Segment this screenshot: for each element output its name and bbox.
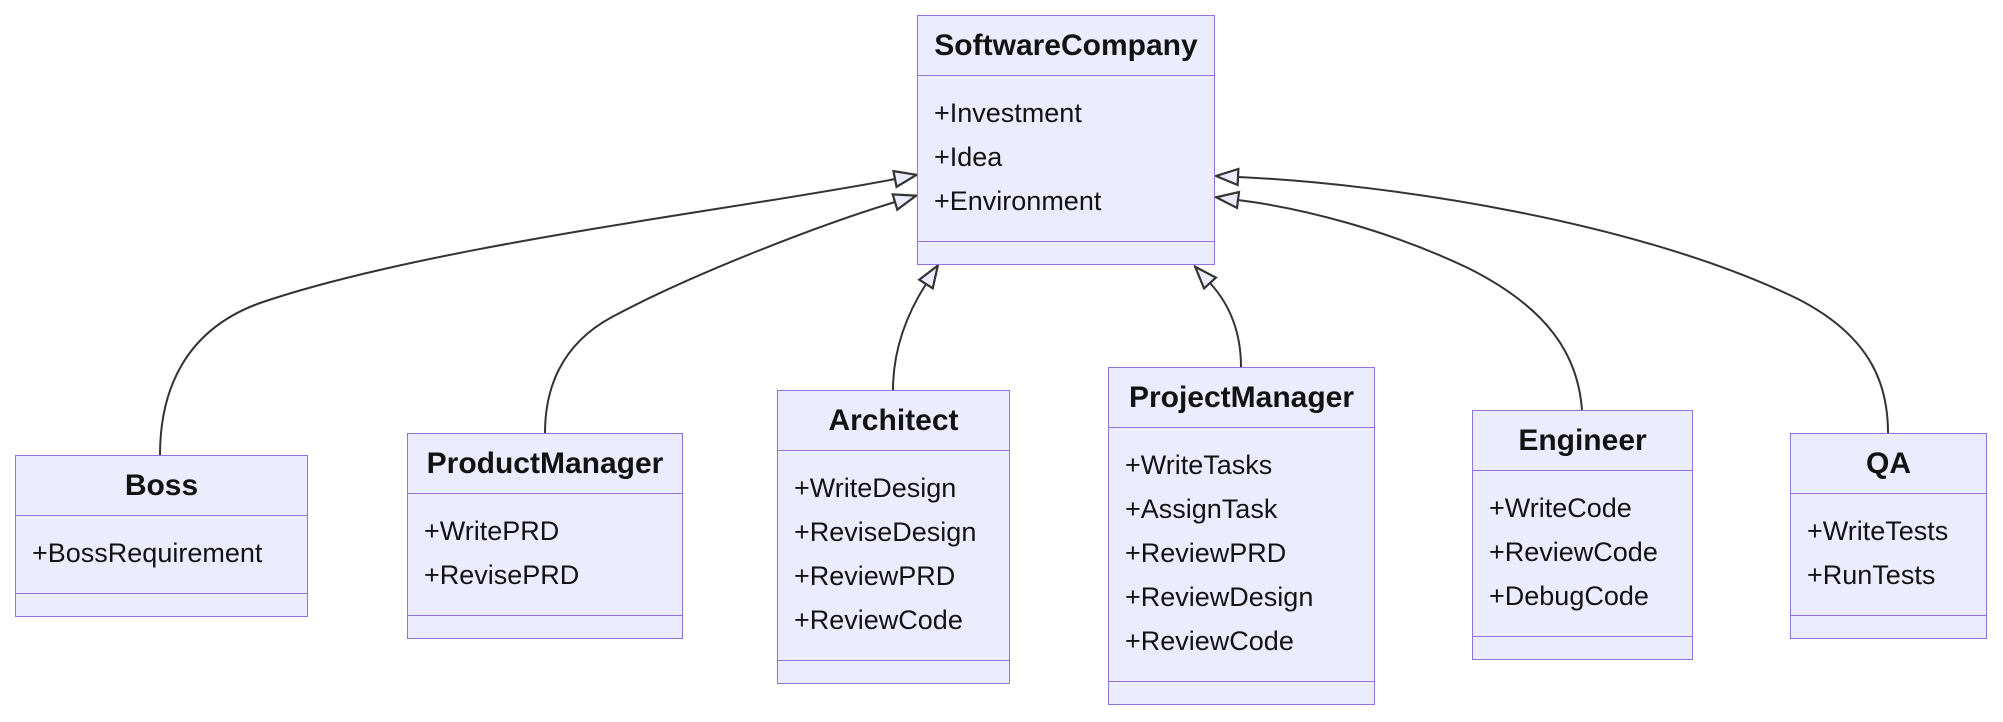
class-box-qa: QA +WriteTests +RunTests bbox=[1790, 433, 1987, 639]
class-attributes-section: +WriteDesign +ReviseDesign +ReviewPRD +Revi… bbox=[778, 451, 1009, 661]
class-attribute: +RunTests bbox=[1807, 560, 1936, 590]
class-title-engineer: Engineer bbox=[1473, 411, 1692, 471]
class-methods-section-empty bbox=[918, 242, 1214, 264]
class-attribute: +WritePRD bbox=[424, 516, 560, 546]
class-attribute: +Investment bbox=[934, 98, 1082, 128]
class-attribute: +WriteTests bbox=[1807, 516, 1949, 546]
inheritance-edge-architect bbox=[892, 284, 926, 391]
inheritance-edge-boss bbox=[159, 179, 895, 456]
class-attribute: +ReviewPRD bbox=[1125, 538, 1287, 568]
class-title-productmanager: ProductManager bbox=[408, 434, 682, 494]
inheritance-edge-projectmanager bbox=[1210, 283, 1242, 368]
class-attribute: +WriteDesign bbox=[794, 473, 957, 503]
class-title-softwarecompany: SoftwareCompany bbox=[918, 16, 1214, 76]
class-attribute: +AssignTask bbox=[1125, 494, 1278, 524]
class-box-productmanager: ProductManager +WritePRD +RevisePRD bbox=[407, 433, 683, 639]
class-methods-section-empty bbox=[1109, 682, 1374, 704]
class-methods-section-empty bbox=[408, 616, 682, 638]
inheritance-edge-qa bbox=[1238, 177, 1889, 434]
class-title-projectmanager: ProjectManager bbox=[1109, 368, 1374, 428]
inheritance-edge-productmanager bbox=[544, 202, 895, 434]
class-methods-section-empty bbox=[1473, 637, 1692, 659]
class-attribute: +DebugCode bbox=[1489, 581, 1649, 611]
class-attributes-section: +WritePRD +RevisePRD bbox=[408, 494, 682, 616]
class-attribute: +Idea bbox=[934, 142, 1003, 172]
class-methods-section-empty bbox=[16, 594, 307, 616]
class-title-architect: Architect bbox=[778, 391, 1009, 451]
class-attribute: +BossRequirement bbox=[32, 538, 263, 568]
class-attribute: +WriteCode bbox=[1489, 493, 1632, 523]
class-attributes-section: +WriteTests +RunTests bbox=[1791, 494, 1986, 616]
class-title-qa: QA bbox=[1791, 434, 1986, 494]
class-box-boss: Boss +BossRequirement bbox=[15, 455, 308, 617]
class-attribute: +ReviewCode bbox=[794, 605, 963, 635]
class-attributes-section: +BossRequirement bbox=[16, 516, 307, 594]
class-attribute: +RevisePRD bbox=[424, 560, 580, 590]
class-attributes-section: +Investment +Idea +Environment bbox=[918, 76, 1214, 242]
class-box-projectmanager: ProjectManager +WriteTasks +AssignTask +Rev… bbox=[1108, 367, 1375, 705]
class-attribute: +ReviewCode bbox=[1489, 537, 1658, 567]
class-box-softwarecompany: SoftwareCompany +Investment +Idea +Environm… bbox=[917, 15, 1215, 265]
class-attribute: +Environment bbox=[934, 186, 1102, 216]
class-box-architect: Architect +WriteDesign +ReviseDesign +Revie… bbox=[777, 390, 1010, 684]
class-attribute: +WriteTasks bbox=[1125, 450, 1273, 480]
class-attribute: +ReviseDesign bbox=[794, 517, 977, 547]
class-attribute: +ReviewPRD bbox=[794, 561, 956, 591]
class-methods-section-empty bbox=[1791, 616, 1986, 638]
class-box-engineer: Engineer +WriteCode +ReviewCode +DebugCode bbox=[1472, 410, 1693, 660]
class-attribute: +ReviewCode bbox=[1125, 626, 1294, 656]
class-attribute: +ReviewDesign bbox=[1125, 582, 1314, 612]
class-attributes-section: +WriteTasks +AssignTask +ReviewPRD +ReviewD… bbox=[1109, 428, 1374, 682]
inheritance-edge-engineer bbox=[1238, 200, 1583, 411]
class-title-boss: Boss bbox=[16, 456, 307, 516]
class-attributes-section: +WriteCode +ReviewCode +DebugCode bbox=[1473, 471, 1692, 637]
class-methods-section-empty bbox=[778, 661, 1009, 683]
